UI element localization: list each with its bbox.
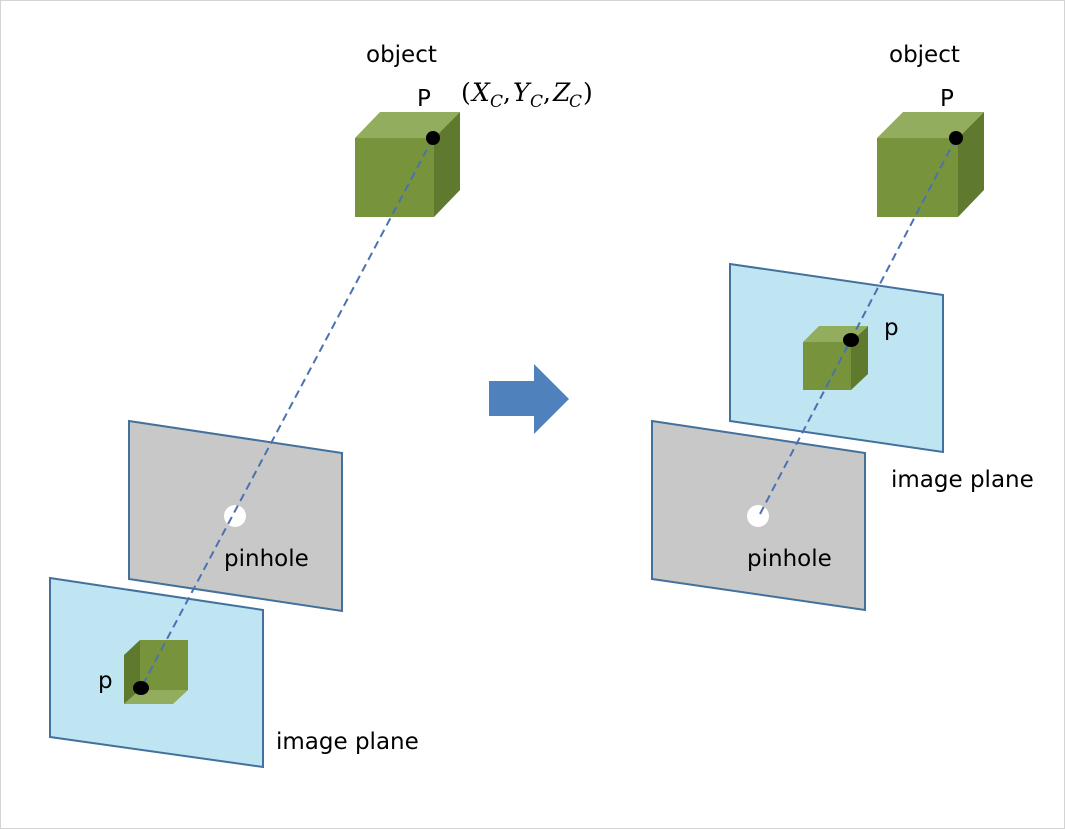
coord-z-sub: C (569, 92, 582, 112)
coord-comma-1: , (503, 78, 511, 107)
cube-front-face (140, 640, 188, 690)
right-object-cube (877, 112, 984, 217)
right-point-label: P (940, 86, 954, 112)
left-image-point (133, 681, 149, 695)
right-image-cube (803, 326, 868, 390)
left-pinhole (224, 505, 246, 527)
right-image-point-label: p (884, 315, 899, 341)
left-object-label: object (366, 42, 437, 68)
left-projection-ray (140, 137, 434, 689)
cube-side-face (434, 112, 460, 217)
coord-y: Y (513, 78, 532, 107)
left-object-cube (355, 112, 460, 217)
right-image-point (843, 333, 859, 347)
left-object-point (426, 131, 440, 145)
coord-close-paren: ) (583, 78, 593, 107)
left-coordinates: ( X C , Y C , Z C ) (461, 78, 593, 112)
right-object-label: object (889, 42, 960, 68)
coord-y-sub: C (530, 92, 543, 112)
right-projection-ray (759, 137, 957, 515)
left-panel: object P ( X C , Y C , Z C ) pinhole p i… (49, 42, 593, 769)
coord-x: X (470, 78, 491, 107)
coord-x-sub: C (490, 92, 503, 112)
coord-open-paren: ( (461, 78, 471, 107)
right-object-point (949, 131, 963, 145)
cube-front-face (803, 342, 851, 390)
cube-front-face (877, 138, 958, 217)
left-point-label: P (417, 86, 431, 112)
coord-z: Z (552, 78, 571, 107)
right-pinhole (747, 505, 769, 527)
cube-side-face (958, 112, 984, 217)
right-pinhole-label: pinhole (747, 546, 832, 572)
cube-front-face (355, 138, 434, 217)
right-panel: object P p image plane pinhole (651, 42, 1034, 612)
left-image-plane-label: image plane (276, 729, 419, 755)
right-arrow-icon (489, 364, 569, 434)
left-pinhole-label: pinhole (224, 546, 309, 572)
left-image-point-label: p (98, 668, 113, 694)
left-inverted-cube (124, 640, 188, 704)
coord-comma-2: , (543, 78, 551, 107)
right-image-plane-label: image plane (891, 467, 1034, 493)
